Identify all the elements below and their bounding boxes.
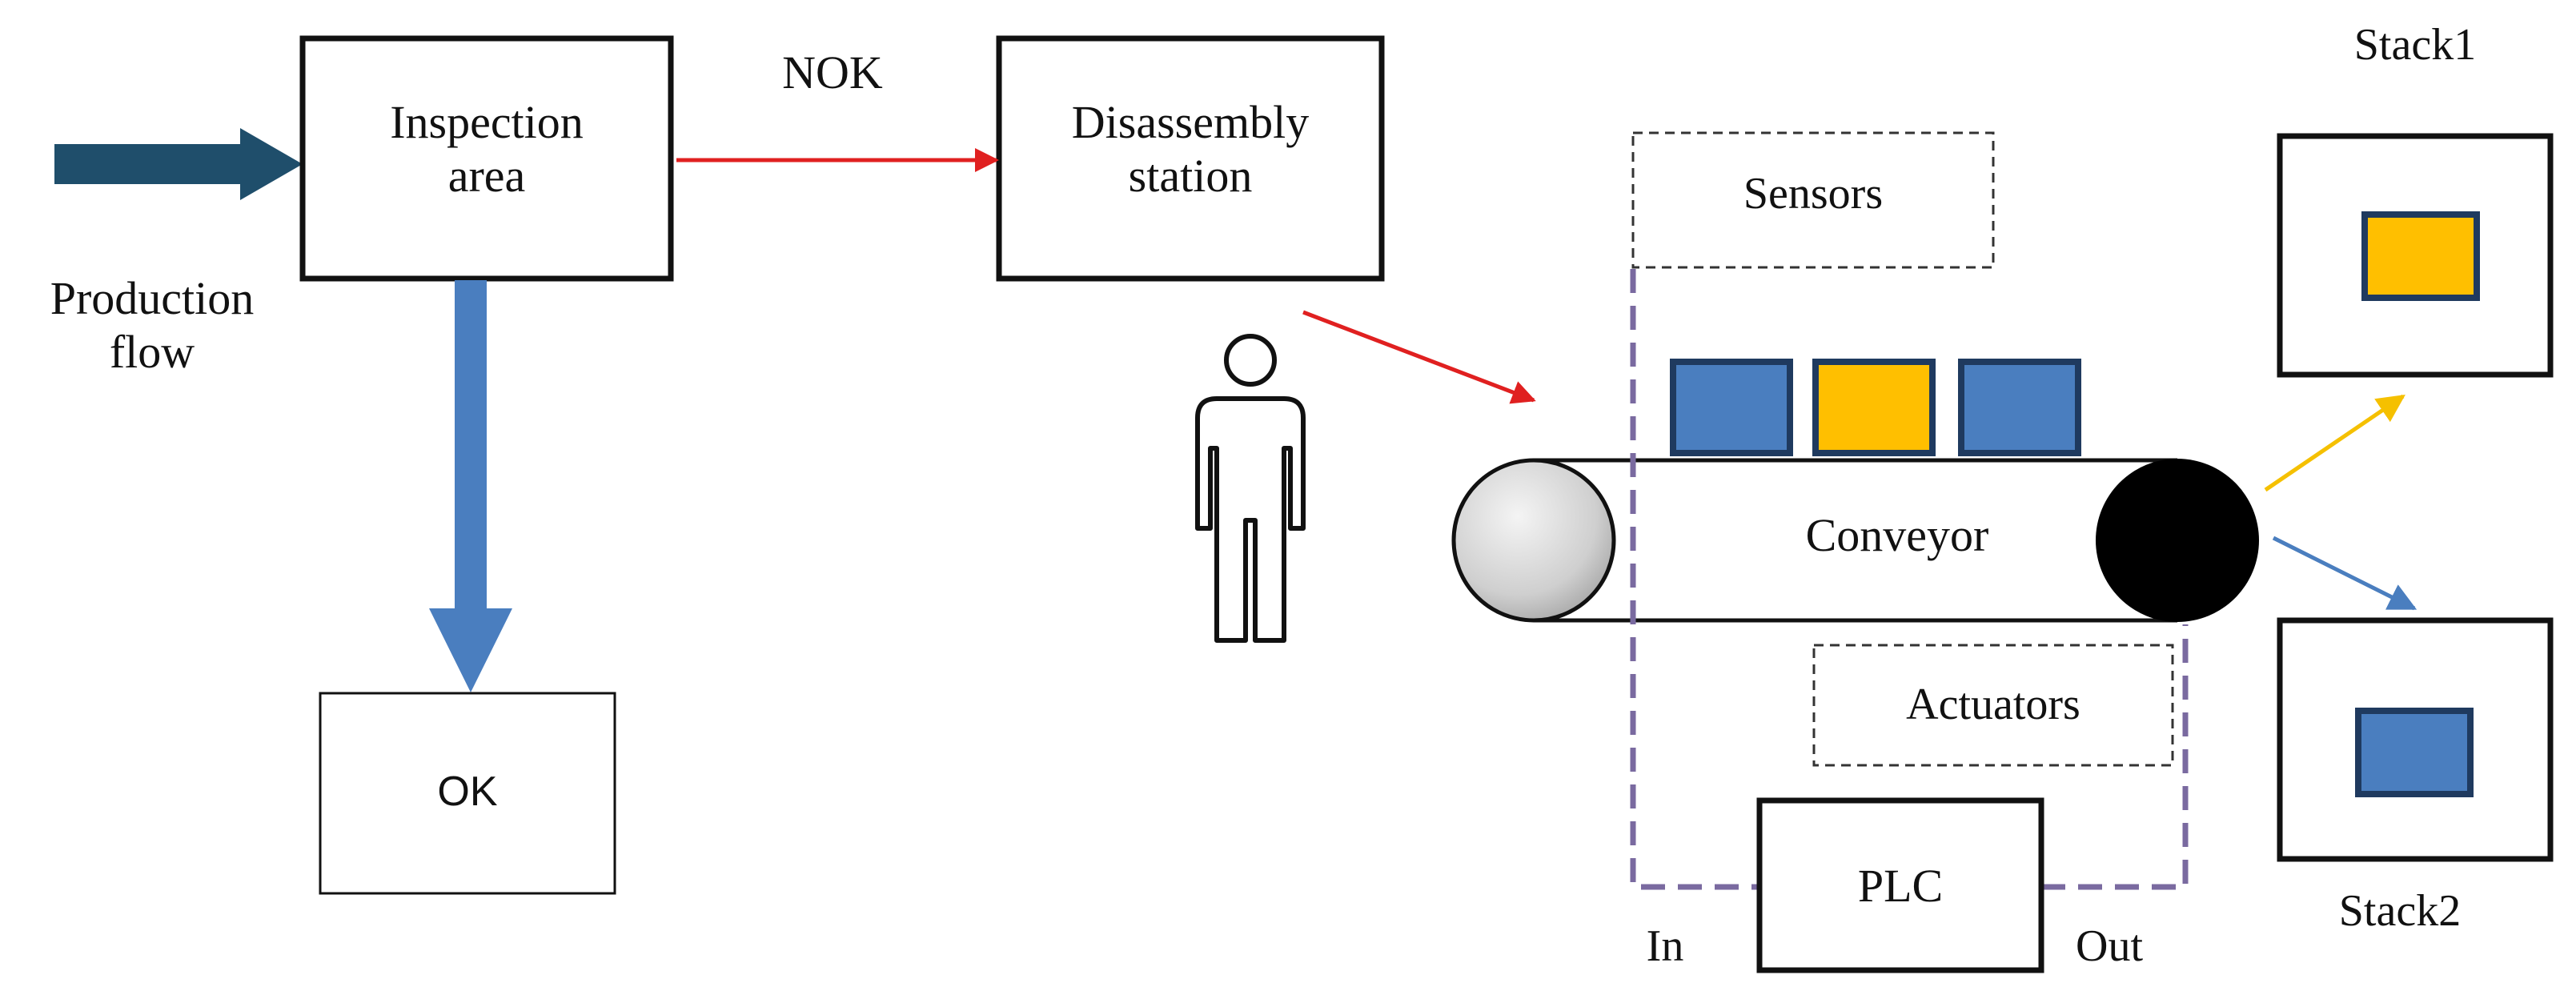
- sensors-label: Sensors: [1743, 169, 1884, 219]
- inspection-area-label: Inspection area: [390, 96, 584, 202]
- disassembly-to-conveyor-arrow: [1302, 310, 1536, 404]
- plc-box: [1756, 797, 2044, 973]
- conveyor-roller-left: [1451, 458, 1616, 623]
- actuators-label: Actuators: [1906, 680, 2080, 729]
- ok-label: OK: [437, 768, 498, 815]
- person-icon: [1195, 334, 1306, 643]
- control-loop-out: [2041, 624, 2189, 890]
- in-label: In: [1646, 921, 1684, 971]
- production-flow-arrow: [54, 128, 303, 200]
- stack1-label: Stack1: [2353, 20, 2477, 70]
- sensors-box: [1631, 131, 1995, 269]
- stack2-item: [2355, 708, 2474, 797]
- nok-label: NOK: [782, 46, 883, 98]
- actuators-box: [1812, 644, 2174, 767]
- out-label: Out: [2076, 921, 2143, 971]
- inspection-area-box: [299, 35, 674, 282]
- disassembly-station-box: [996, 35, 1385, 282]
- to-stack1-arrow: [2264, 394, 2405, 492]
- production-flow-label: Production flow: [50, 272, 255, 378]
- ok-box: [319, 692, 616, 895]
- control-loop-in: [1630, 269, 1759, 890]
- item-blue-1: [1670, 359, 1793, 456]
- ok-arrow: [429, 280, 512, 692]
- item-blue-2: [1958, 359, 2081, 456]
- item-yellow: [1812, 359, 1936, 456]
- to-stack2-arrow: [2272, 536, 2418, 611]
- plc-label: PLC: [1857, 860, 1944, 912]
- stack2-label: Stack2: [2338, 886, 2462, 936]
- conveyor-label: Conveyor: [1805, 509, 1989, 561]
- conveyor-roller-right: [2096, 459, 2259, 622]
- stack1-item: [2361, 211, 2480, 301]
- disassembly-station-label: Disassembly station: [1071, 96, 1310, 202]
